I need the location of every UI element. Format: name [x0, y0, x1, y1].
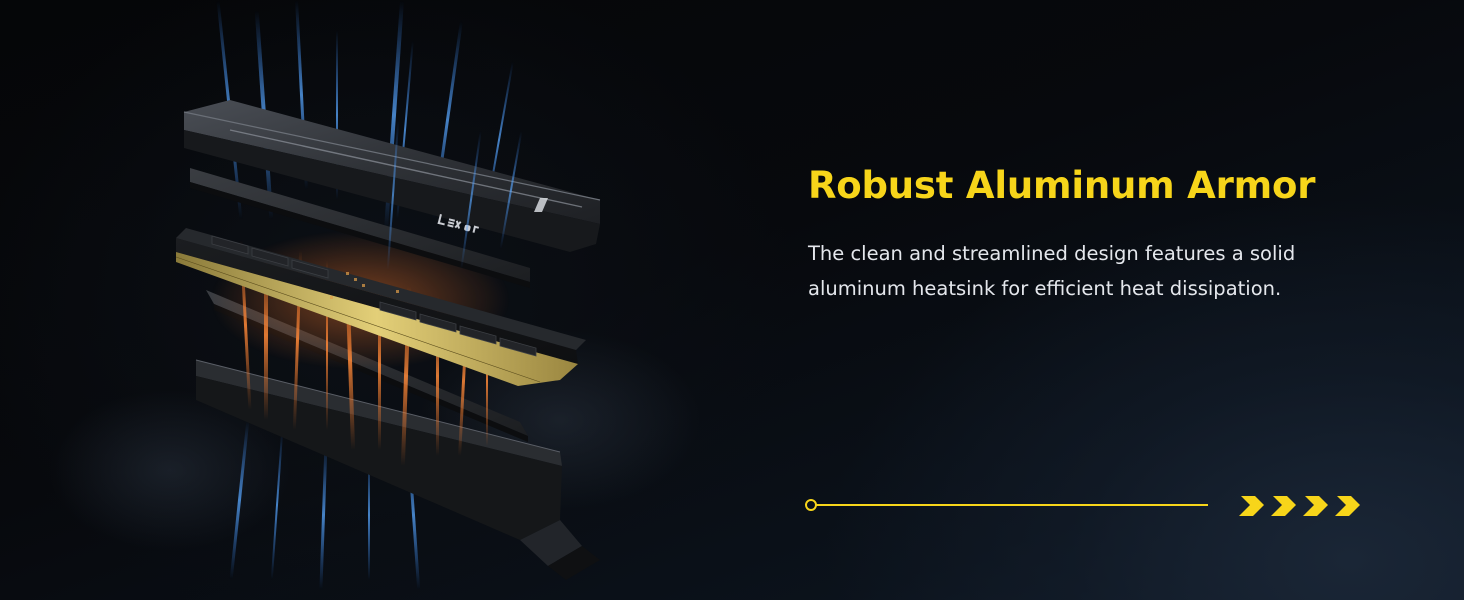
- chevron-right-icon: [1271, 496, 1296, 516]
- feature-headline: Robust Aluminum Armor: [808, 164, 1316, 207]
- ram-module-exploded-illustration: [50, 0, 700, 591]
- chevron-right-icon: [1335, 496, 1360, 516]
- progress-start-dot-icon: [805, 499, 817, 511]
- chevron-right-icon: [1239, 496, 1264, 516]
- feature-description: The clean and streamlined design feature…: [808, 242, 1296, 300]
- chevron-right-icon: [1303, 496, 1328, 516]
- progress-indicator: [805, 496, 1360, 516]
